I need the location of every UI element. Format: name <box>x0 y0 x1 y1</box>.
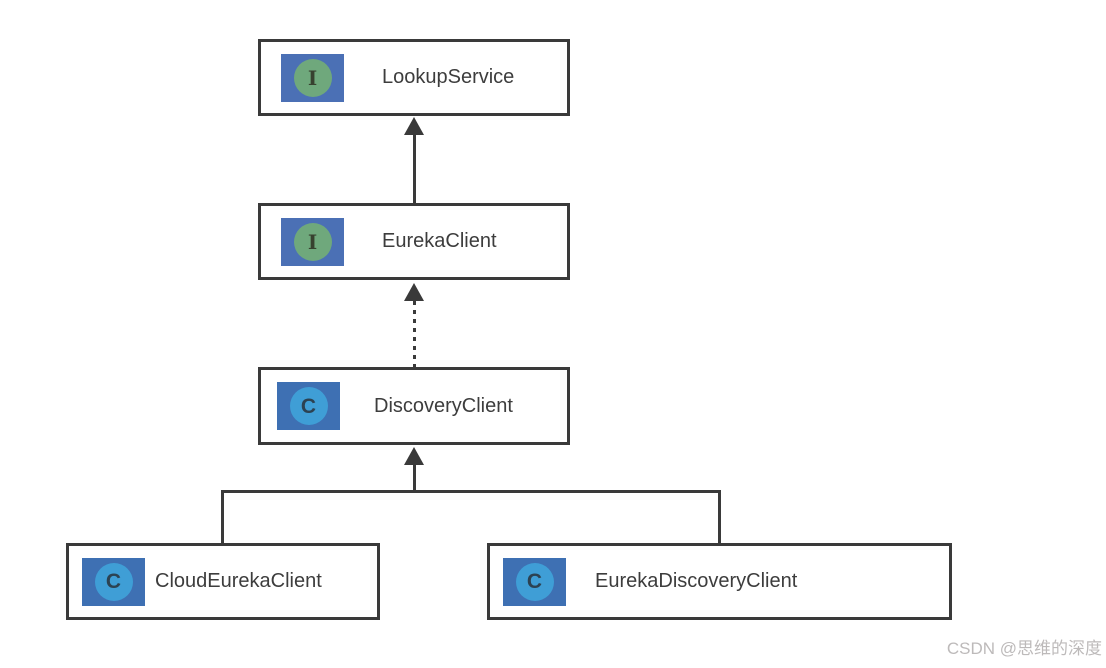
interface-icon-letter: I <box>307 65 318 90</box>
interface-icon: I <box>281 217 344 266</box>
edge-children-discoveryclient-line <box>413 465 416 492</box>
node-label-eurekaclient: EurekaClient <box>382 230 497 252</box>
class-icon-letter: C <box>105 570 122 593</box>
node-discoveryclient: C DiscoveryClient <box>258 367 570 445</box>
interface-icon-letter: I <box>307 229 318 254</box>
node-eurekadiscoveryclient: C EurekaDiscoveryClient <box>487 543 952 620</box>
connector-cloudeurekaclient-drop-line <box>221 490 224 543</box>
edge-eurekaclient-lookupservice-arrowhead-icon <box>404 117 424 135</box>
class-icon: C <box>277 382 340 430</box>
class-icon-circle: C <box>94 562 133 601</box>
class-icon-circle: C <box>289 387 328 425</box>
node-label-eurekadiscoveryclient: EurekaDiscoveryClient <box>595 570 798 592</box>
interface-icon-circle: I <box>293 222 332 261</box>
edge-discoveryclient-eurekaclient-arrowhead-icon <box>404 283 424 301</box>
class-icon-circle: C <box>515 562 554 601</box>
class-icon-letter: C <box>526 570 543 593</box>
class-icon: C <box>82 557 145 606</box>
node-label-lookupservice: LookupService <box>382 66 515 88</box>
node-eurekaclient: I EurekaClient <box>258 203 570 280</box>
node-label-cloudeurekaclient: CloudEurekaClient <box>155 570 322 592</box>
interface-icon-circle: I <box>293 58 332 97</box>
connector-eurekadiscoveryclient-drop-line <box>718 490 721 543</box>
edge-eurekaclient-lookupservice-line <box>413 133 416 203</box>
class-icon: C <box>503 557 566 606</box>
node-label-discoveryclient: DiscoveryClient <box>374 394 513 417</box>
watermark: CSDN @思维的深度 <box>946 639 1102 658</box>
class-icon-letter: C <box>300 394 317 418</box>
edge-children-discoveryclient-arrowhead-icon <box>404 447 424 465</box>
interface-icon: I <box>281 53 344 102</box>
edge-discoveryclient-eurekaclient-dotted-line <box>413 301 416 367</box>
node-cloudeurekaclient: C CloudEurekaClient <box>66 543 380 620</box>
node-lookupservice: I LookupService <box>258 39 570 116</box>
connector-horizontal-line <box>221 490 721 493</box>
